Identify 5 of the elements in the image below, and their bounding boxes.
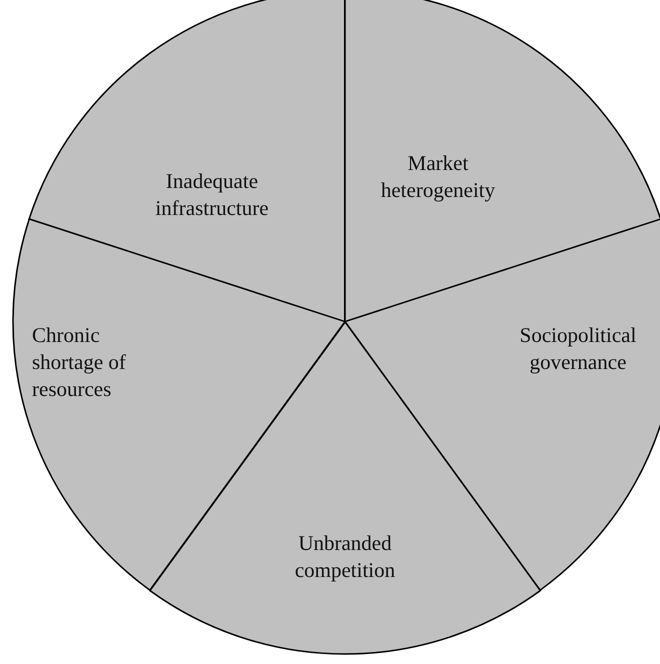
- segment-label: Unbranded competition: [294, 530, 396, 584]
- segment-label: Market heterogeneity: [380, 150, 496, 204]
- segment-label: Inadequate infrastructure: [154, 168, 270, 222]
- segment-label: Sociopolitical governance: [518, 322, 638, 376]
- segment-label: Chronic shortage of resources: [32, 322, 127, 403]
